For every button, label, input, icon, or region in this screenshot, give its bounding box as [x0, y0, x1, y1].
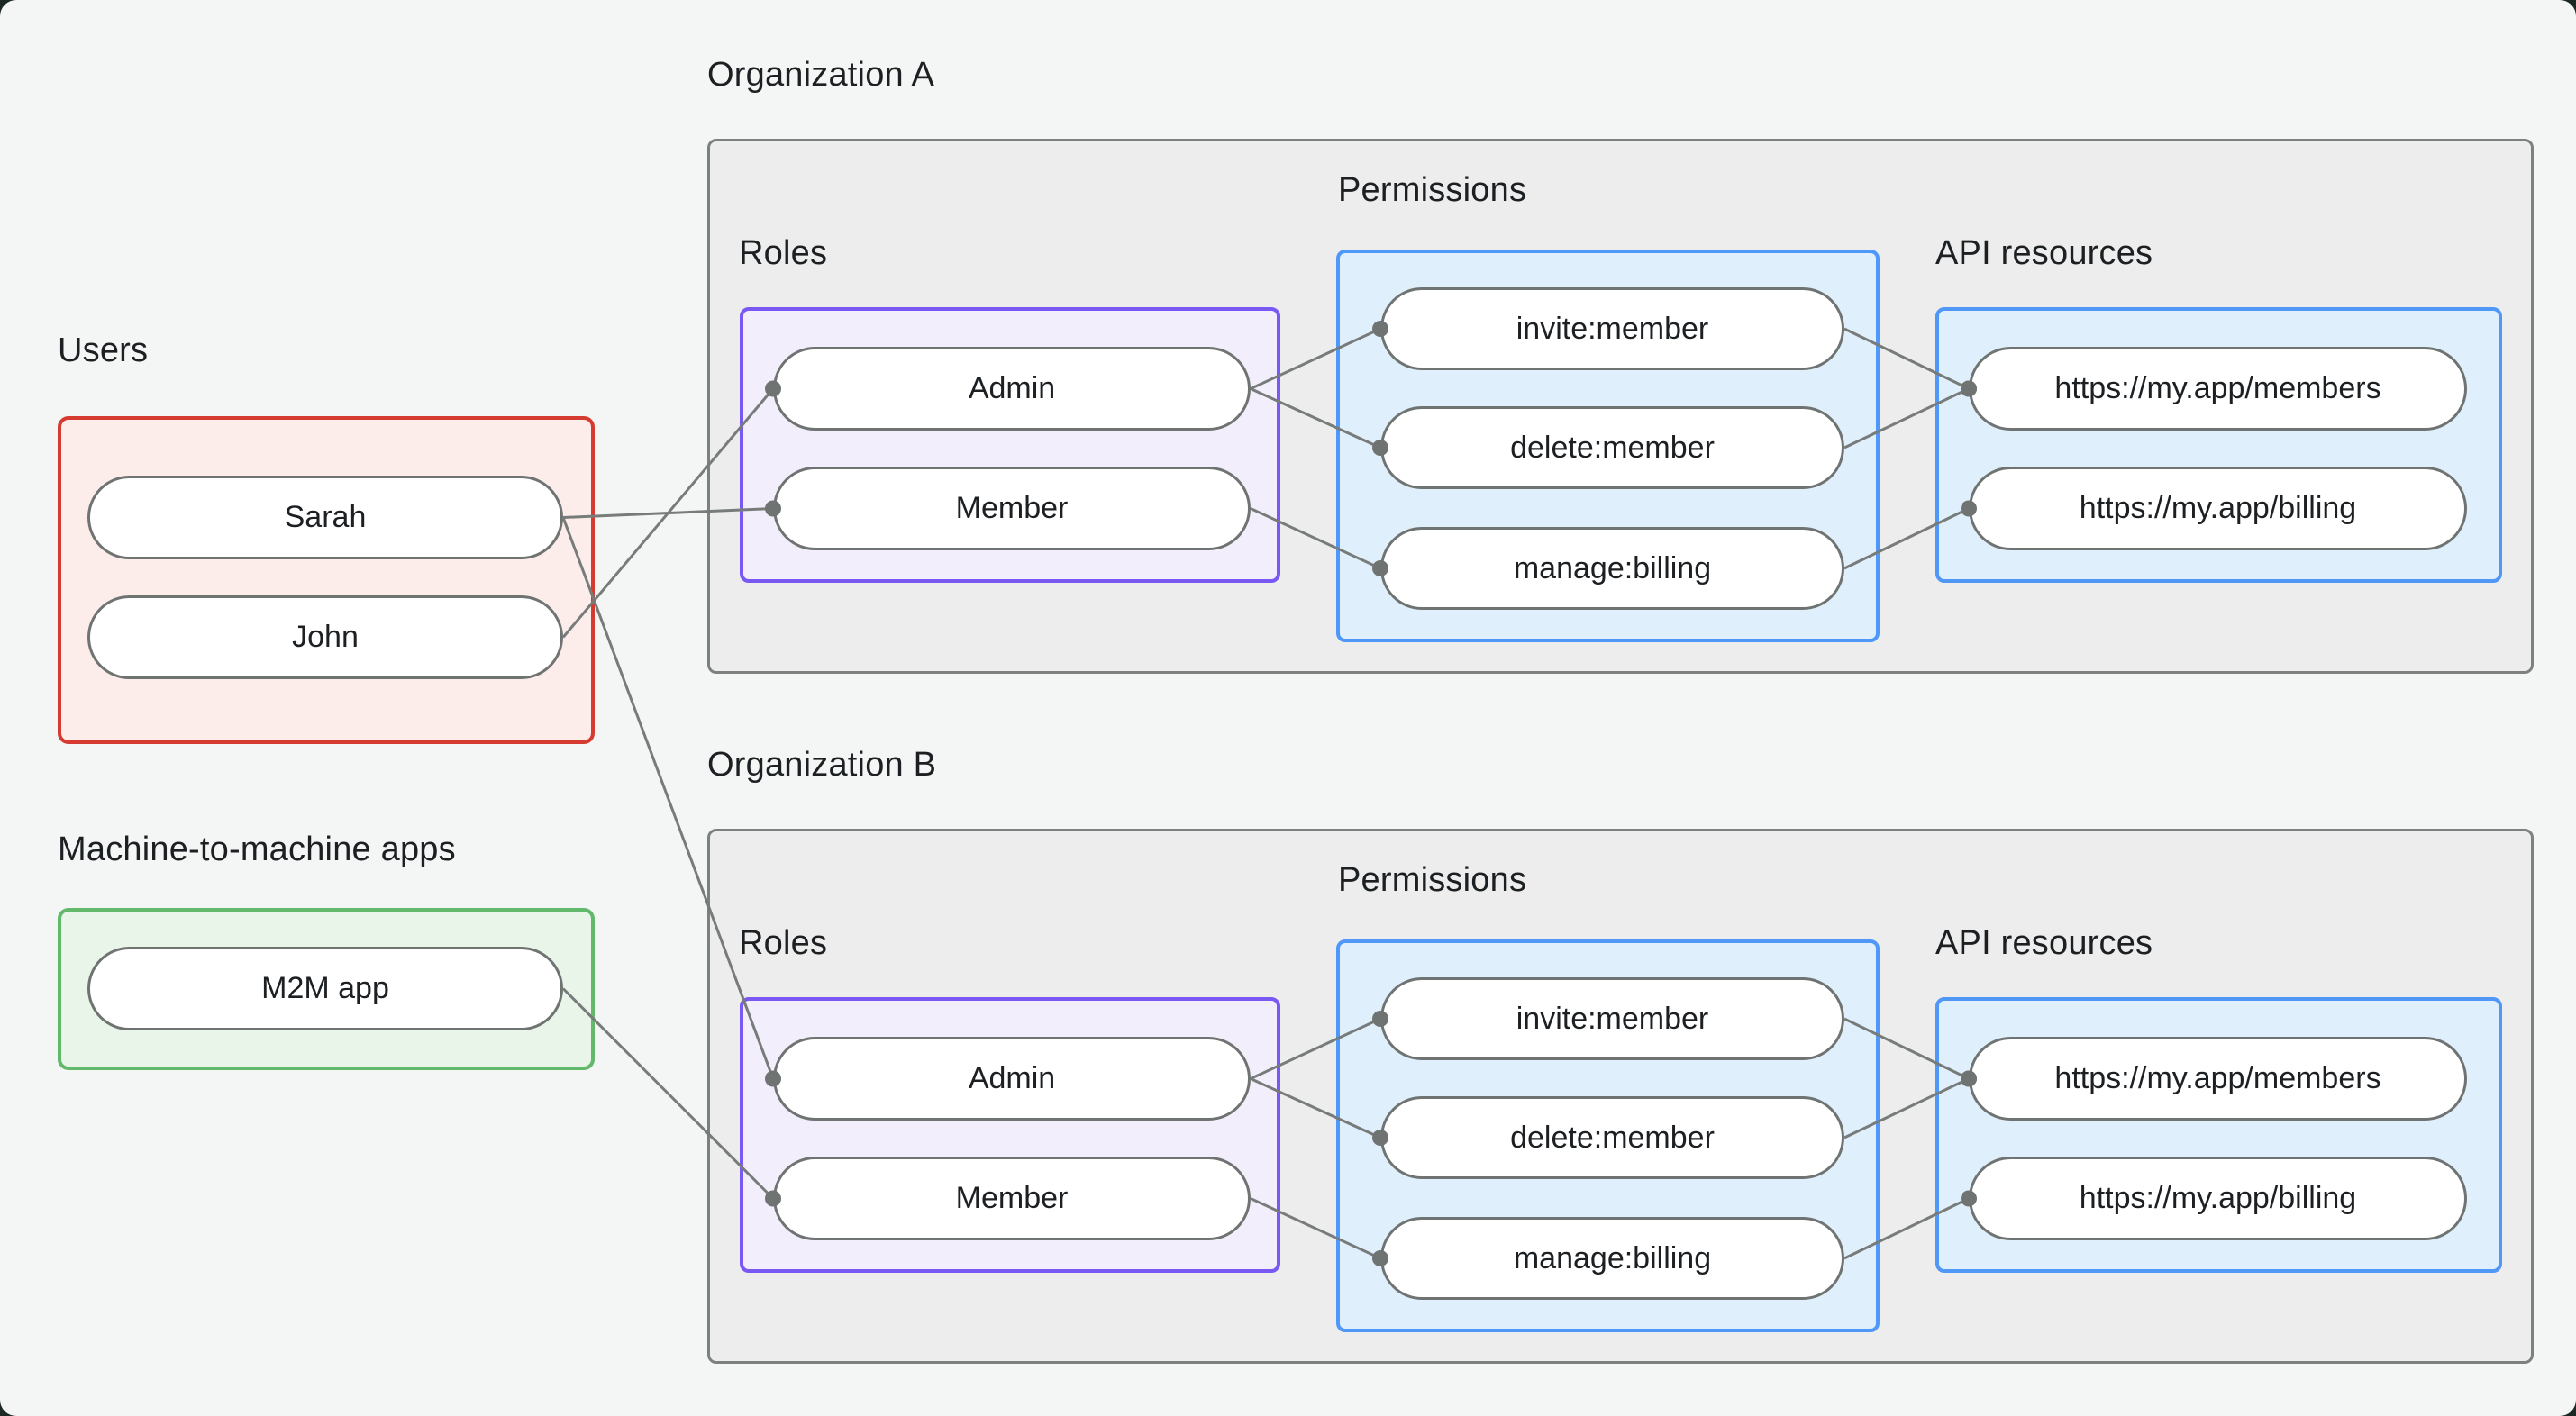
org-b-permission-invite: invite:member [1380, 977, 1844, 1060]
org-b-permission-delete: delete:member [1380, 1096, 1844, 1179]
org-a-role-admin: Admin [773, 347, 1251, 431]
org-b-permission-manage: manage:billing [1380, 1217, 1844, 1300]
org-a-roles-label: Roles [739, 234, 828, 272]
users-section-label: Users [58, 331, 149, 369]
org-a-permission-invite: invite:member [1380, 287, 1844, 370]
user-pill-sarah: Sarah [87, 476, 563, 559]
org-b-role-member: Member [773, 1157, 1251, 1240]
m2m-section-label: Machine-to-machine apps [58, 831, 456, 868]
org-b-api-members: https://my.app/members [1969, 1037, 2467, 1121]
org-a-label: Organization A [707, 56, 935, 94]
org-b-api-label: API resources [1935, 924, 2153, 962]
org-a-api-members: https://my.app/members [1969, 347, 2467, 431]
org-a-permission-delete: delete:member [1380, 406, 1844, 489]
m2m-pill-app: M2M app [87, 947, 563, 1030]
org-b-roles-label: Roles [739, 924, 828, 962]
org-b-api-billing: https://my.app/billing [1969, 1157, 2467, 1240]
user-pill-john: John [87, 595, 563, 679]
org-b-label: Organization B [707, 746, 937, 784]
org-a-permissions-label: Permissions [1338, 171, 1527, 209]
org-a-role-member: Member [773, 467, 1251, 550]
org-b-role-admin: Admin [773, 1037, 1251, 1121]
org-b-permissions-label: Permissions [1338, 861, 1527, 899]
org-a-api-billing: https://my.app/billing [1969, 467, 2467, 550]
org-a-permission-manage: manage:billing [1380, 527, 1844, 610]
org-a-api-label: API resources [1935, 234, 2153, 272]
users-group-box [58, 416, 595, 744]
